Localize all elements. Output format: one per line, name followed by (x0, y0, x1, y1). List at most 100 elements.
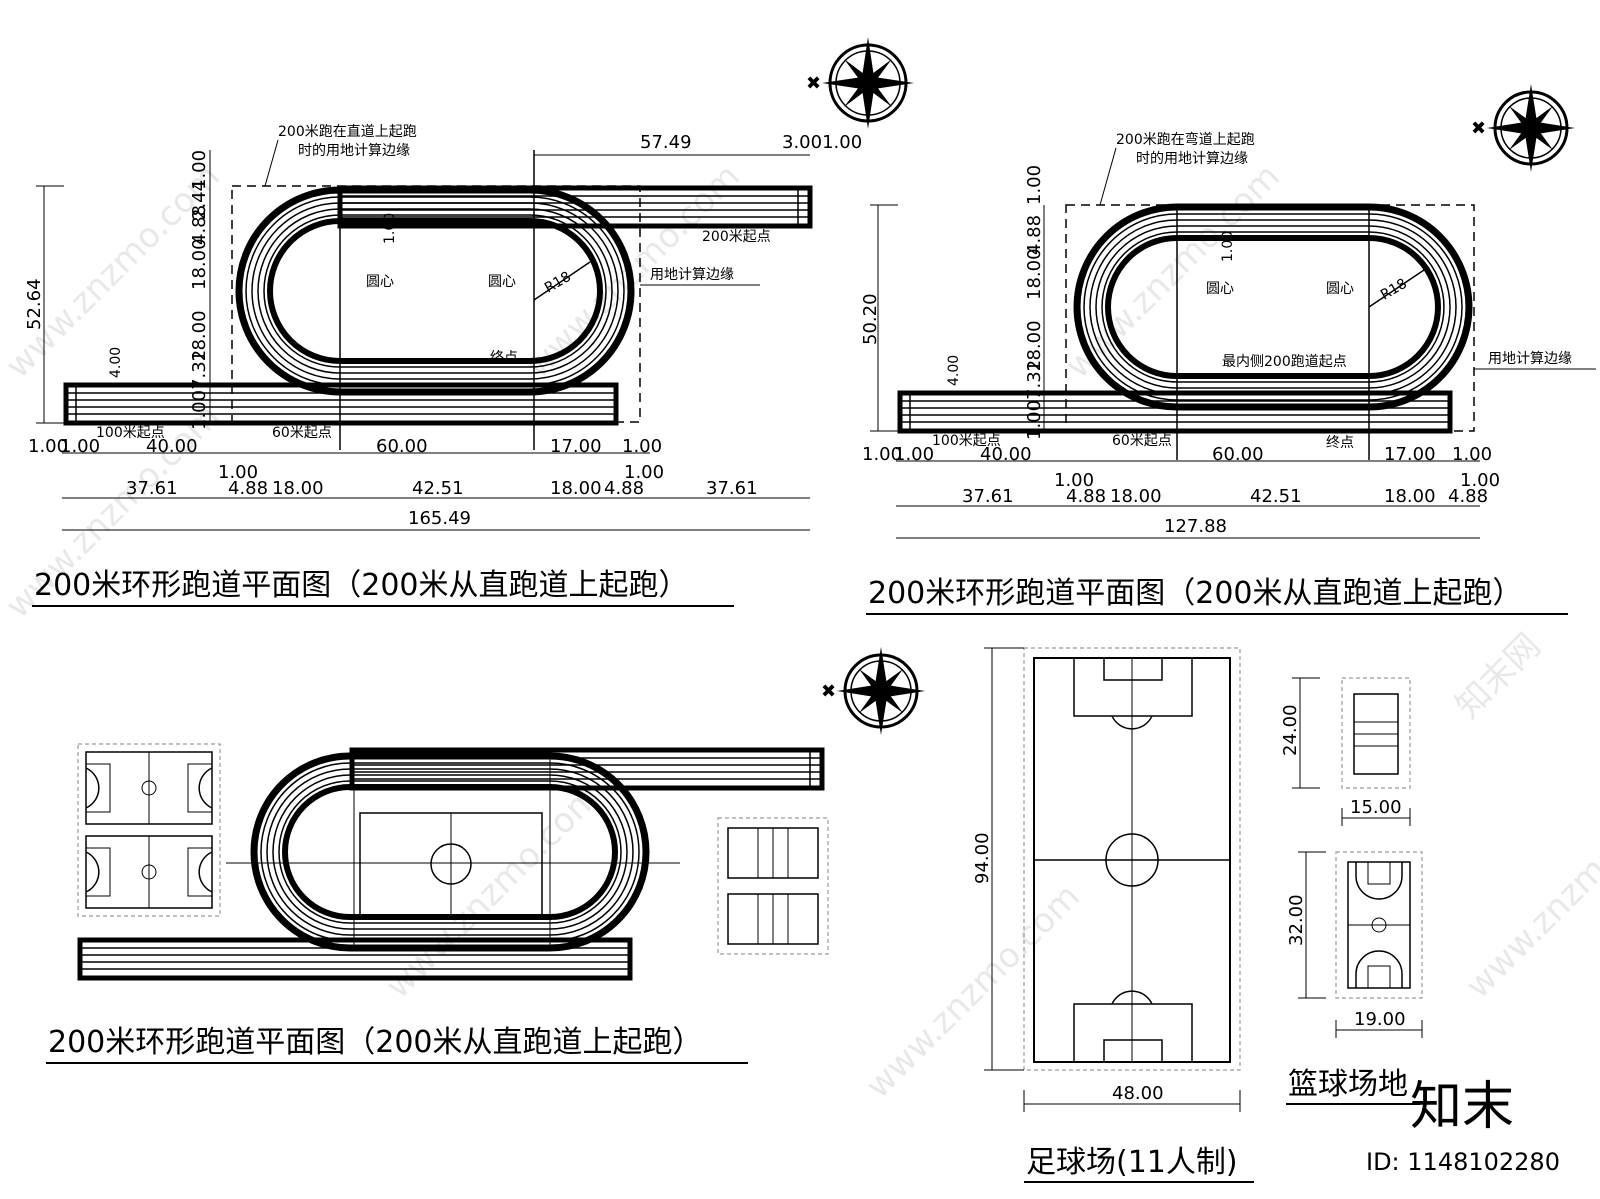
row1-sub-dim-1: 1.00 (624, 462, 664, 483)
track-oval (250, 752, 650, 952)
brand-logo: 知末 (1410, 1077, 1514, 1137)
row1-dim-5: 1.00 (622, 436, 662, 457)
row2-dim-5: 4.88 (604, 478, 644, 499)
inner-start-label: 最内侧200跑道起点 (1222, 354, 1347, 370)
start-200-label: 200米起点 (702, 229, 771, 245)
vert-dim-c: 18.00 (1024, 248, 1045, 300)
vert-dim-a: 1.00 (1024, 165, 1045, 205)
boundary-note-line1: 200米跑在弯道上起跑 (1116, 131, 1255, 148)
center-left-label: 圆心 (1206, 281, 1234, 297)
basketball-title: 篮球场地 (1288, 1067, 1408, 1102)
image-id: ID: 1148102280 (1366, 1148, 1560, 1176)
row2-dim-5: 4.88 (1448, 486, 1488, 507)
compass-icon: ✖ (1471, 84, 1575, 172)
start-100-label: 100米起点 (932, 433, 1001, 449)
lane-inner-dim: 1.00 (382, 213, 398, 244)
vert-dim-e: 18.00 (189, 310, 210, 362)
drawing-1: ✖ 200米跑在直道上起跑 时的用地计算边缘 (24, 37, 914, 607)
row2-dim-4: 18.00 (1384, 486, 1436, 507)
row1-dim-3: 60.00 (376, 436, 428, 457)
row1-dim-5: 1.00 (1452, 444, 1492, 465)
edge-label: 用地计算边缘 (1488, 351, 1572, 367)
edge-label: 用地计算边缘 (650, 267, 734, 283)
top-dim: 57.49 (640, 132, 692, 153)
soccer-height-dim: 94.00 (972, 832, 993, 884)
svg-text:✖: ✖ (806, 73, 821, 94)
row2-dim-2: 18.00 (1110, 486, 1162, 507)
row2-dim-0: 37.61 (962, 486, 1014, 507)
total-dim: 127.88 (1164, 516, 1227, 537)
drawing-title: 200米环形跑道平面图（200米从直跑道上起跑） (48, 1025, 703, 1060)
row2-dim-3: 42.51 (1250, 486, 1302, 507)
row1-dim-0: 1.00 (28, 436, 68, 457)
volley-height-dim: 24.00 (1280, 704, 1301, 756)
row2-dim-2: 18.00 (272, 478, 324, 499)
soccer-field: 94.00 48.00 足球场(11人制) (972, 647, 1254, 1183)
basketball-courts-left (77, 743, 221, 917)
row2-dim-1: 4.88 (228, 478, 268, 499)
watermark-site: www.znzmo.com (1058, 156, 1288, 386)
row1-dim-2: 40.00 (980, 444, 1032, 465)
finish-label: 终点 (490, 350, 518, 366)
height-dim: 50.20 (860, 293, 881, 345)
volleyball-courts (717, 817, 829, 955)
watermark-site: www.znzmo.com (378, 776, 608, 1006)
compass-icon: ✖ (821, 647, 925, 735)
lane-bottom-dim: 4.00 (108, 347, 124, 378)
vert-dim-f: 1.007.32 (189, 350, 210, 430)
radius-label: R18 (542, 269, 574, 297)
top-right-dim: 3.001.00 (782, 132, 862, 153)
start-60-label: 60米起点 (272, 425, 332, 441)
row2-dim-4: 18.00 (550, 478, 602, 499)
row2-dim-3: 42.51 (412, 478, 464, 499)
row1-sub-dim-1: 1.00 (1460, 470, 1500, 491)
finish-label: 终点 (1326, 435, 1354, 451)
row1-dim-1: 1.00 (60, 436, 100, 457)
vert-dim-d: 18.00 (1024, 320, 1045, 372)
compass-icon: ✖ (806, 37, 914, 129)
row1-dim-1: 1.00 (894, 444, 934, 465)
center-right-label: 圆心 (1326, 281, 1354, 297)
lane-bottom-dim: 4.00 (946, 355, 962, 386)
watermark-site: www.znzmo.com (1458, 776, 1600, 1006)
drawing-title: 200米环形跑道平面图（200米从直跑道上起跑） (34, 568, 689, 603)
vert-dim-b: 4.88 (1024, 215, 1045, 255)
total-dim: 165.49 (408, 508, 471, 529)
row1-sub-dim-0: 1.00 (1054, 470, 1094, 491)
court-height-dim: 32.00 (1286, 894, 1307, 946)
svg-text:✖: ✖ (1471, 118, 1486, 139)
vert-dim-c: 4.88 (189, 205, 210, 245)
center-right-label: 圆心 (488, 274, 516, 290)
court-width-dim: 19.00 (1354, 1009, 1406, 1030)
drawing-title: 200米环形跑道平面图（200米从直跑道上起跑） (868, 576, 1523, 611)
soccer-width-dim: 48.00 (1112, 1083, 1164, 1104)
row2-dim-6: 37.61 (706, 478, 758, 499)
boundary-note-line1: 200米跑在直道上起跑 (278, 123, 417, 140)
center-left-label: 圆心 (366, 274, 394, 290)
watermark-brand: 知末网 (1448, 626, 1548, 726)
vert-dim-e: 1.007.32 (1024, 360, 1045, 440)
row1-dim-4: 17.00 (550, 436, 602, 457)
soccer-title: 足球场(11人制) (1026, 1145, 1238, 1180)
vert-dim-b: 2.44 (189, 180, 210, 220)
row2-dim-1: 4.88 (1066, 486, 1106, 507)
start-100-label: 100米起点 (96, 425, 165, 441)
height-dim: 52.64 (24, 278, 45, 330)
drawing-3: ✖ (46, 647, 925, 1064)
row1-dim-3: 60.00 (1212, 444, 1264, 465)
row2-dim-0: 37.61 (126, 478, 178, 499)
drawing-2: ✖ 200米跑在弯道上起跑 时的用地计算边缘 用地计算边缘 圆心 圆心 R18 … (860, 84, 1596, 615)
start-60-label: 60米起点 (1112, 433, 1172, 449)
vert-dim-a: 1.00 (189, 150, 210, 190)
basketball-area: 24.00 15.00 32.00 19.00 篮球场地 (1280, 677, 1423, 1105)
lane-inner-dim: 1.00 (1220, 231, 1236, 262)
boundary-note-line2: 时的用地计算边缘 (298, 143, 410, 159)
boundary-note-line2: 时的用地计算边缘 (1136, 151, 1248, 167)
row1-dim-2: 40.00 (146, 436, 198, 457)
watermark-site: www.znzmo.com (858, 876, 1088, 1106)
row1-dim-0: 1.00 (862, 444, 902, 465)
row1-sub-dim-0: 1.00 (218, 462, 258, 483)
row1-dim-4: 17.00 (1384, 444, 1436, 465)
vert-dim-d: 18.00 (189, 238, 210, 290)
